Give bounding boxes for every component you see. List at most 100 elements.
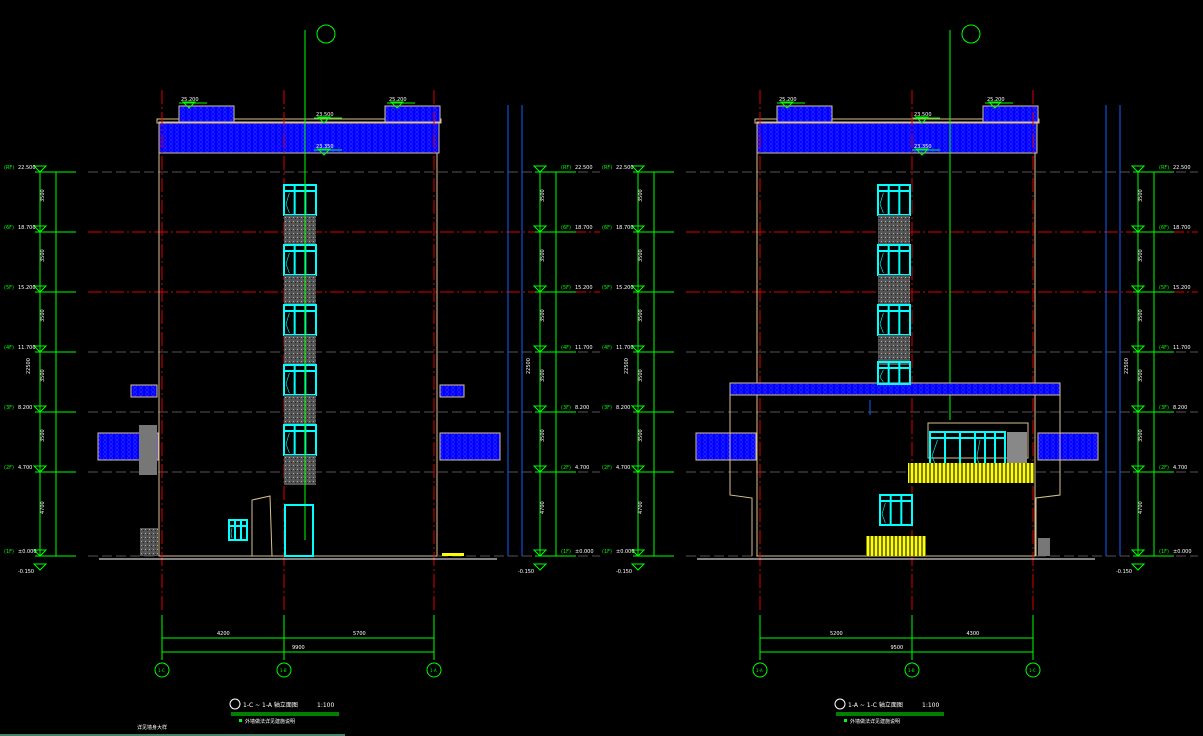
dim-text: 4300 bbox=[967, 631, 980, 637]
elevation-label: 15.200 bbox=[575, 285, 593, 291]
floor-label: (1F) bbox=[602, 549, 612, 555]
span-dim-text: 3500 bbox=[1138, 369, 1144, 382]
window bbox=[879, 494, 913, 526]
window-opening-mark bbox=[879, 252, 884, 274]
span-dim-text: 4700 bbox=[540, 501, 546, 514]
elevation-label: 18.700 bbox=[18, 225, 36, 231]
window-frame bbox=[283, 244, 317, 276]
stone-panel bbox=[284, 215, 316, 245]
roof-level-text: 23.500 bbox=[914, 112, 932, 118]
total-height-text: 22500 bbox=[624, 358, 630, 374]
level-marker-icon bbox=[532, 563, 548, 571]
meter-box bbox=[1038, 538, 1050, 556]
floor-label: (2F) bbox=[602, 465, 612, 471]
floor-label: (2F) bbox=[1159, 465, 1169, 471]
window-frame bbox=[283, 364, 317, 396]
level-marker-icon bbox=[1130, 549, 1146, 557]
span-dim-text: 4700 bbox=[638, 501, 644, 514]
axis-label: 1-C bbox=[158, 668, 165, 673]
floor-label: (RF) bbox=[602, 165, 612, 171]
total-height-text: 22500 bbox=[526, 358, 532, 374]
canopy-right bbox=[439, 384, 465, 398]
level-marker-icon bbox=[32, 405, 48, 413]
window-opening-mark bbox=[879, 369, 884, 383]
level-marker-icon bbox=[1130, 225, 1146, 233]
drawing-scale: 1:100 bbox=[317, 702, 334, 709]
span-dim-text: 3500 bbox=[540, 249, 546, 262]
stone-panel bbox=[878, 215, 910, 245]
axis-bubble bbox=[904, 662, 920, 678]
floor-label: (3F) bbox=[4, 405, 14, 411]
balcony-right bbox=[1037, 432, 1099, 461]
window-opening-mark bbox=[230, 527, 233, 539]
floor-label: (3F) bbox=[561, 405, 571, 411]
level-marker-icon bbox=[779, 101, 795, 109]
elevation-label: 8.200 bbox=[1173, 405, 1187, 411]
stone-panel bbox=[878, 275, 910, 305]
elevation-label: 18.700 bbox=[1173, 225, 1191, 231]
span-dim-text: 3500 bbox=[40, 249, 46, 262]
elevation-label: 22.500 bbox=[575, 165, 593, 171]
floor-label: (4F) bbox=[1159, 345, 1169, 351]
note-bullet-icon bbox=[844, 719, 847, 722]
axis-label: 1-B bbox=[280, 668, 287, 673]
floor-label: (6F) bbox=[602, 225, 612, 231]
level-marker-icon bbox=[1130, 405, 1146, 413]
level-marker-icon bbox=[1130, 165, 1146, 173]
stone-panel bbox=[284, 335, 316, 365]
floor-label: (2F) bbox=[4, 465, 14, 471]
level-marker-icon bbox=[987, 101, 1003, 109]
railing-lower bbox=[866, 536, 926, 556]
drawing-scale: 1:100 bbox=[922, 702, 939, 709]
axis-label: 1-A bbox=[430, 668, 437, 673]
window bbox=[228, 519, 248, 541]
span-dim-text: 3500 bbox=[40, 369, 46, 382]
level-marker-icon bbox=[630, 165, 646, 173]
axis-label: 1-C bbox=[1029, 668, 1036, 673]
level-marker-icon bbox=[32, 345, 48, 353]
title-bubble bbox=[834, 698, 846, 710]
level-marker-icon bbox=[1130, 345, 1146, 353]
floor-label: (3F) bbox=[1159, 405, 1169, 411]
window-frame bbox=[228, 519, 248, 541]
elevation-label: 22.500 bbox=[1173, 165, 1191, 171]
window bbox=[283, 184, 317, 216]
window-opening-mark bbox=[881, 502, 886, 524]
canopy-left bbox=[130, 384, 158, 398]
span-dim-text: 3500 bbox=[540, 189, 546, 202]
elevation-label: 4.700 bbox=[1173, 465, 1187, 471]
axis-bubble bbox=[1025, 662, 1041, 678]
axis-label: 1-B bbox=[908, 668, 915, 673]
elevation-label: 4.700 bbox=[18, 465, 32, 471]
dim-text: 9500 bbox=[891, 645, 904, 651]
level-marker-icon bbox=[914, 148, 930, 156]
level-marker-icon bbox=[630, 225, 646, 233]
floor-label: (5F) bbox=[602, 285, 612, 291]
roof-kiosk-right bbox=[384, 105, 441, 123]
span-dim-text: 3500 bbox=[638, 249, 644, 262]
drawing-title: 1-A ~ 1-C 轴立面图 bbox=[848, 701, 903, 709]
floor-label: (5F) bbox=[1159, 285, 1169, 291]
elevation-label: 8.200 bbox=[616, 405, 630, 411]
dim-text: 4200 bbox=[217, 631, 230, 637]
elevation-label: 15.200 bbox=[1173, 285, 1191, 291]
axis-bubble bbox=[426, 662, 442, 678]
window bbox=[877, 361, 911, 385]
floor-label: (RF) bbox=[1159, 165, 1169, 171]
level-marker-icon bbox=[532, 465, 548, 473]
window bbox=[877, 304, 911, 336]
elevation-label: 11.700 bbox=[575, 345, 593, 351]
floor-label: (6F) bbox=[4, 225, 14, 231]
window-frame bbox=[283, 304, 317, 336]
elevation-label: ±0.000 bbox=[616, 549, 635, 555]
elevation-label: 18.700 bbox=[575, 225, 593, 231]
floor-label: (4F) bbox=[561, 345, 571, 351]
floor-label: (5F) bbox=[4, 285, 14, 291]
window-opening-mark bbox=[285, 252, 290, 274]
floor-label: (1F) bbox=[4, 549, 14, 555]
roof-level-text: 25.200 bbox=[779, 97, 797, 103]
stone-base bbox=[140, 528, 158, 556]
